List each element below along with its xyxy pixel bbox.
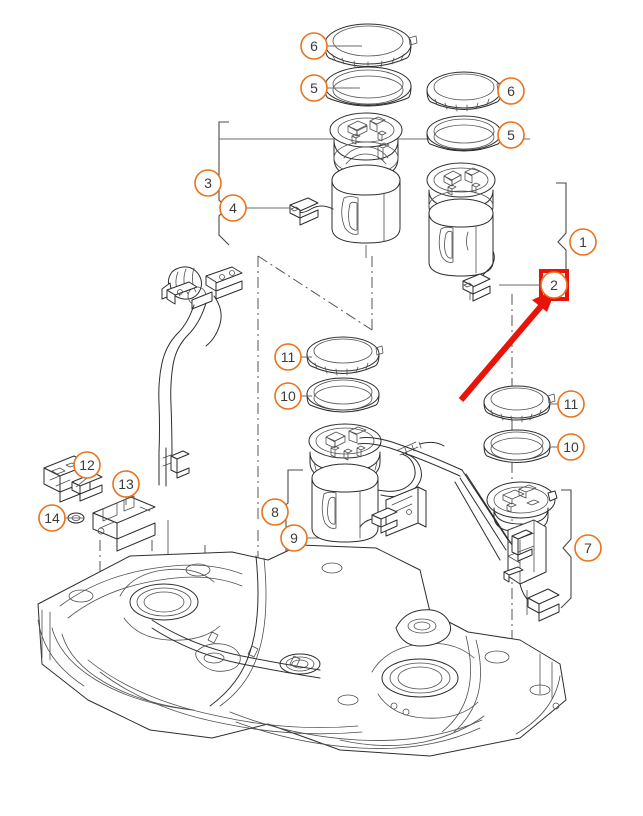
filler-neck-assembly: [158, 266, 243, 487]
callout-label: 2: [550, 277, 558, 293]
fuel-delivery-unit-left: [289, 112, 403, 244]
callout-14[interactable]: 14: [38, 504, 66, 532]
grommet-14: [67, 512, 85, 524]
callout-label: 6: [310, 38, 318, 54]
callout-3[interactable]: 3: [194, 169, 222, 197]
callout-label: 11: [281, 349, 296, 365]
sealing-ring-5-right: [426, 115, 502, 152]
fuel-level-sender-7: [357, 437, 560, 622]
callout-4[interactable]: 4: [219, 194, 247, 222]
callout-label: 14: [44, 510, 60, 526]
callout-2-highlighted[interactable]: 2: [540, 271, 568, 299]
callout-5-upper-right[interactable]: 5: [497, 121, 525, 149]
callout-label: 12: [79, 457, 95, 473]
callout-label: 11: [564, 396, 579, 412]
locking-ring-6-right: [426, 71, 505, 112]
callout-label: 10: [280, 388, 296, 404]
locking-ring-11-right: [483, 385, 556, 423]
locking-ring-11-left: [306, 336, 384, 376]
callout-label: 3: [204, 175, 212, 191]
callout-6-upper-left[interactable]: 6: [300, 32, 328, 60]
sealing-ring-5-left: [324, 66, 412, 107]
bracket-group-seven: [560, 489, 572, 609]
callout-label: 10: [563, 439, 579, 455]
callout-7[interactable]: 7: [574, 534, 602, 562]
callout-9[interactable]: 9: [280, 524, 308, 552]
retaining-clip-13: [92, 495, 156, 552]
sealing-ring-10-right: [483, 429, 551, 463]
fuel-tank: [37, 544, 567, 757]
callout-10-middle-right[interactable]: 10: [557, 433, 585, 461]
callout-11-middle-left[interactable]: 11: [274, 343, 302, 371]
callout-label: 4: [229, 200, 237, 216]
callout-label: 7: [584, 540, 592, 556]
callout-label: 5: [507, 127, 515, 143]
callout-1[interactable]: 1: [569, 228, 597, 256]
callout-label: 6: [507, 83, 515, 99]
callout-label: 1: [579, 234, 587, 250]
callout-12[interactable]: 12: [73, 451, 101, 479]
lead-12: [75, 477, 88, 488]
callout-label: 13: [118, 476, 134, 492]
callout-6-upper-right[interactable]: 6: [497, 77, 525, 105]
fuel-delivery-unit-right: [426, 162, 496, 302]
callout-layer: 6 5 6 5 3 4 1 2: [38, 32, 602, 562]
callout-13[interactable]: 13: [112, 470, 140, 498]
callout-5-upper-left[interactable]: 5: [300, 74, 328, 102]
callout-label: 9: [290, 530, 298, 546]
sealing-ring-10-left: [306, 377, 380, 413]
callout-8[interactable]: 8: [261, 498, 289, 526]
callout-label: 5: [310, 80, 318, 96]
callout-11-middle-right[interactable]: 11: [557, 390, 585, 418]
fuel-pump-module-lower: [308, 423, 445, 543]
callout-label: 8: [271, 504, 279, 520]
callout-10-middle-left[interactable]: 10: [274, 382, 302, 410]
